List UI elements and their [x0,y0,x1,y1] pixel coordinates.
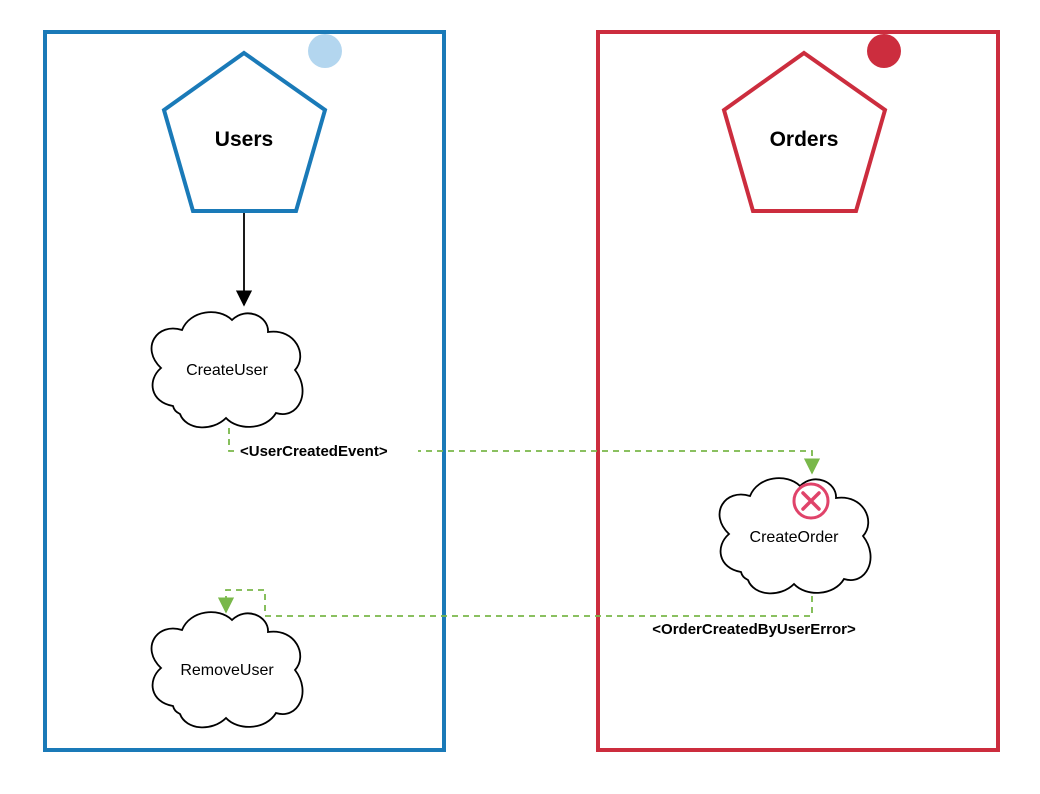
order-error-event-label: <OrderCreatedByUserError> [652,621,856,638]
createuser-label: CreateUser [186,362,268,379]
users-aggregate-label: Users [215,128,273,151]
user-created-event-connector [228,428,821,475]
users-context-box [43,30,446,752]
user-created-event-label-bg [238,441,418,461]
user-created-event-label: <UserCreatedEvent> [240,443,388,460]
order-error-event-connector [217,589,813,617]
orders-aggregate-label: Orders [770,128,839,151]
users-context-indicator [308,34,342,68]
removeuser-label: RemoveUser [180,662,274,679]
createorder-label: CreateOrder [750,529,840,546]
removeuser-cloud [150,611,304,729]
orders-context-indicator [867,34,901,68]
error-x-icon [792,482,830,520]
createorder-cloud [718,477,872,595]
orders-aggregate-pentagon [721,50,888,213]
createuser-cloud [150,311,304,429]
users-aggregate-pentagon [161,50,328,213]
orders-context-box [596,30,1000,752]
